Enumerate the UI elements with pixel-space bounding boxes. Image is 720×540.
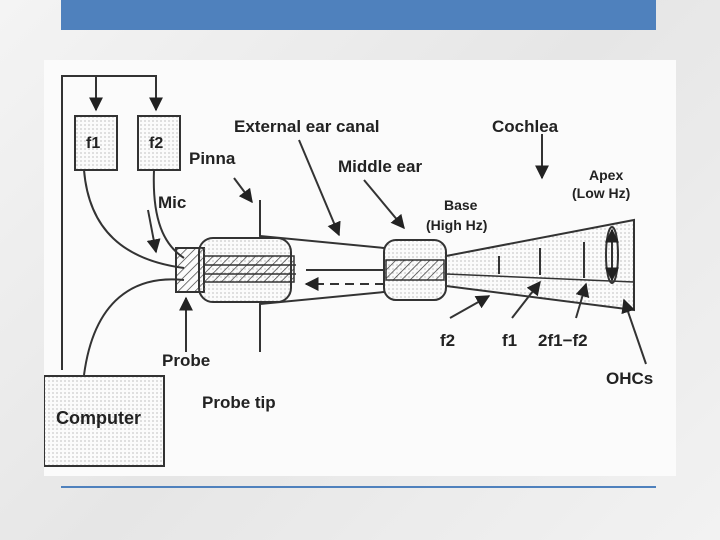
apex-label: Apex bbox=[589, 167, 623, 183]
apex-sub-label: (Low Hz) bbox=[572, 185, 630, 201]
pinna-label: Pinna bbox=[189, 149, 236, 168]
computer-label: Computer bbox=[56, 408, 141, 428]
probe-tubes bbox=[203, 255, 295, 283]
probe-label: Probe bbox=[162, 351, 210, 370]
cochlea-label: Cochlea bbox=[492, 117, 559, 136]
ear-canal-walls bbox=[259, 200, 385, 352]
base-sub-label: (High Hz) bbox=[426, 217, 487, 233]
diagram-canvas: f1 f2 Computer bbox=[44, 75, 653, 467]
bottom-f2-label: f2 bbox=[440, 331, 455, 350]
f1-generator-box bbox=[74, 115, 118, 171]
base-label: Base bbox=[444, 197, 478, 213]
title-bar bbox=[61, 0, 656, 30]
ohcs-label: OHCs bbox=[606, 369, 653, 388]
control-wires bbox=[61, 75, 163, 370]
mic-label: Mic bbox=[158, 193, 186, 212]
bottom-f1-label: f1 bbox=[502, 331, 517, 350]
bottom-rule bbox=[61, 486, 656, 488]
cochlea-place-markers bbox=[498, 242, 585, 278]
label-pointers bbox=[179, 134, 647, 365]
f2-label: f2 bbox=[149, 135, 163, 152]
f2-generator-box bbox=[137, 115, 181, 171]
probe-tip-label: Probe tip bbox=[202, 393, 276, 412]
basilar-membrane bbox=[445, 273, 635, 283]
computer-box bbox=[44, 375, 165, 467]
external-ear-canal-label: External ear canal bbox=[234, 117, 380, 136]
ossicles bbox=[385, 259, 445, 281]
otoacoustic-diagram: f1 f2 Computer bbox=[44, 60, 676, 476]
dpoae-label: 2f1−f2 bbox=[538, 331, 588, 350]
f1-label: f1 bbox=[86, 135, 100, 152]
middle-ear-label: Middle ear bbox=[338, 157, 422, 176]
